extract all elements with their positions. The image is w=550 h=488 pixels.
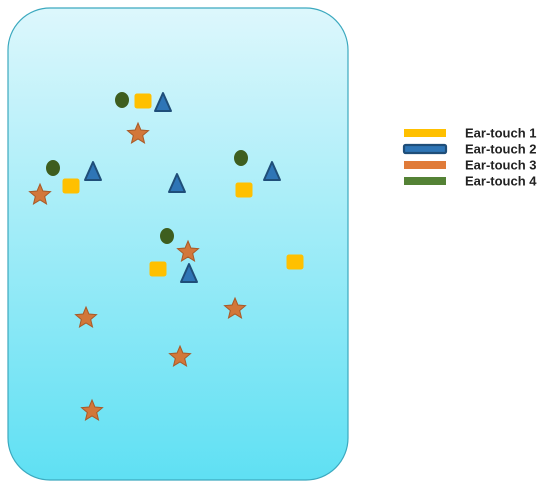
arena-enclosure [7, 7, 349, 481]
ear-touch-2-marker [154, 92, 172, 112]
ear-touch-3-marker [28, 182, 52, 205]
ear-touch-1-marker [235, 182, 253, 198]
ear-touch-3-marker [80, 398, 104, 421]
ear-touch-1-marker [149, 261, 167, 277]
legend-swatch-3 [404, 161, 446, 169]
ear-touch-4-marker [46, 160, 60, 176]
legend-label-4: Ear-touch 4 [465, 174, 537, 189]
ear-touch-2-marker [168, 173, 186, 193]
ear-touch-3-marker [223, 296, 247, 319]
ear-touch-1-marker [62, 178, 80, 194]
ear-touch-3-marker [176, 239, 200, 262]
ear-touch-1-marker [134, 93, 152, 109]
ear-touch-1-marker [286, 254, 304, 270]
ear-touch-4-marker [115, 92, 129, 108]
legend-swatch-4 [404, 177, 446, 185]
legend-swatch-2 [402, 143, 448, 155]
legend-label-2: Ear-touch 2 [465, 142, 537, 157]
ear-touch-2-marker [84, 161, 102, 181]
ear-touch-3-marker [126, 121, 150, 144]
legend-swatch-1 [404, 129, 446, 137]
legend-label-1: Ear-touch 1 [465, 126, 537, 141]
ear-touch-3-marker [74, 305, 98, 328]
ear-touch-4-marker [234, 150, 248, 166]
ear-touch-4-marker [160, 228, 174, 244]
ear-touch-2-marker [180, 263, 198, 283]
ear-touch-3-marker [168, 344, 192, 367]
legend-label-3: Ear-touch 3 [465, 158, 537, 173]
ear-touch-2-marker [263, 161, 281, 181]
marker-layer [28, 92, 304, 421]
